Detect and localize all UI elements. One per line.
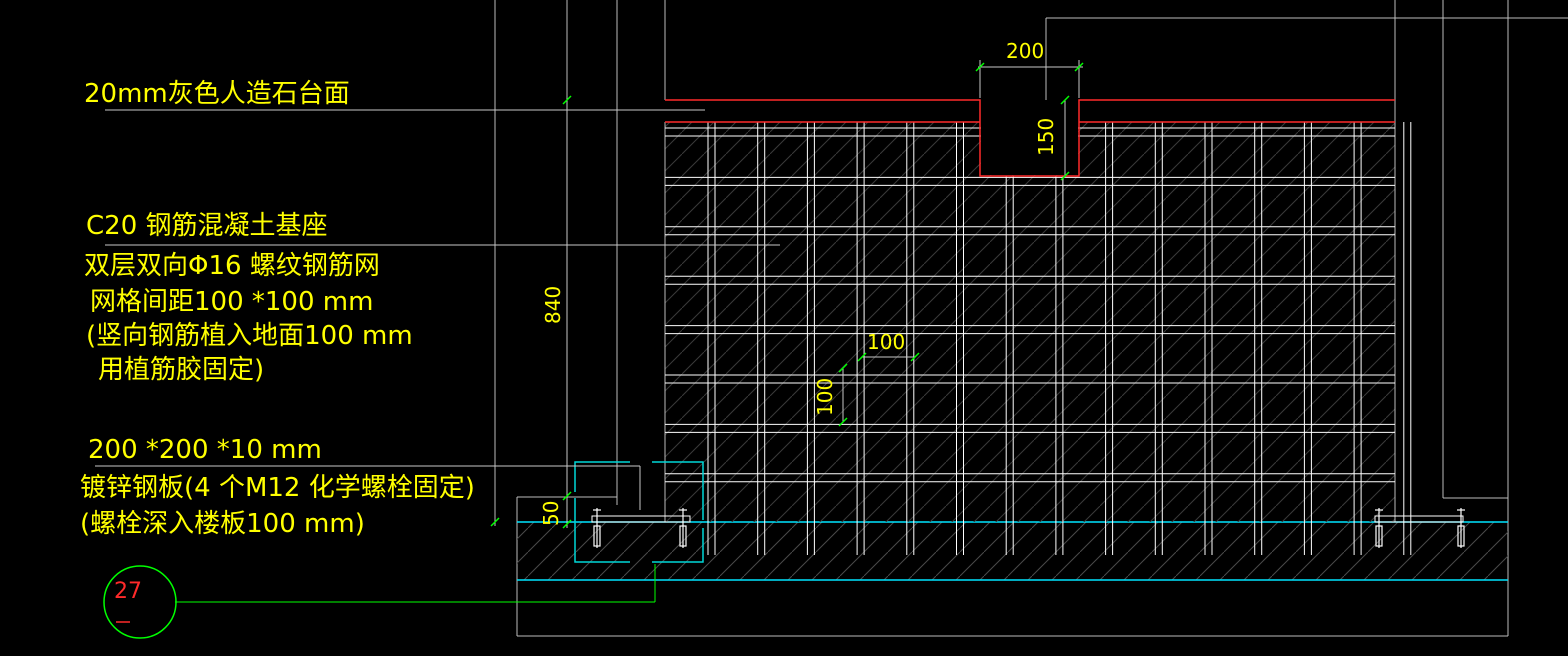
concrete-base — [664, 122, 1396, 522]
dim-plate-thickness: 50 — [539, 501, 563, 526]
steel-plate-right — [1374, 508, 1465, 548]
dimension-lines — [566, 60, 1083, 528]
label-base: C20 钢筋混凝土基座 — [86, 211, 328, 241]
floor-slab — [517, 521, 1508, 581]
dimension-ticks — [490, 62, 1084, 529]
countertop-outline — [665, 99, 1395, 177]
dim-total-height: 840 — [541, 286, 565, 324]
detail-tag-number: 27 — [114, 579, 142, 604]
anchor-bolt — [593, 508, 687, 548]
dim-grid-horizontal: 100 — [867, 330, 905, 354]
label-rebar-3: (竖向钢筋植入地面100 mm — [86, 321, 413, 351]
leader-lines — [95, 109, 780, 603]
anchor-bolt — [1375, 508, 1465, 548]
label-plate-3: (螺栓深入楼板100 mm) — [80, 509, 365, 539]
steel-plate-left — [574, 461, 704, 563]
label-plate-2: 镀锌钢板(4 个M12 化学螺栓固定) — [80, 473, 475, 503]
detail-tag: 27 — [103, 565, 177, 639]
label-rebar-1: 双层双向Φ16 螺纹钢筋网 — [84, 251, 380, 281]
label-plate-1: 200 *200 *10 mm — [88, 435, 322, 465]
dim-notch-depth: 150 — [1034, 118, 1058, 156]
label-rebar-2: 网格间距100 *100 mm — [90, 287, 373, 317]
label-rebar-4: 用植筋胶固定) — [98, 355, 264, 385]
dim-notch-width: 200 — [1006, 39, 1044, 63]
notch-cover — [981, 101, 1078, 175]
label-countertop: 20mm灰色人造石台面 — [84, 79, 350, 109]
dim-grid-vertical: 100 — [813, 378, 837, 416]
